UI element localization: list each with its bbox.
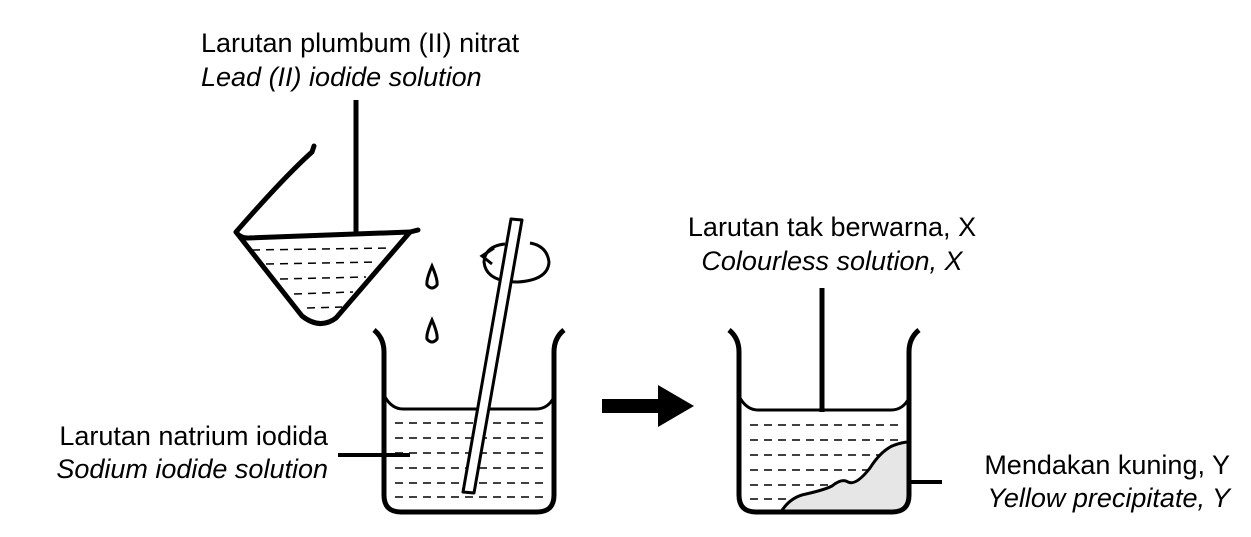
lead-nitrate-label-ms: Larutan plumbum (II) nitrat: [201, 28, 520, 58]
glass-rod: [461, 217, 524, 495]
reaction-arrow: [602, 385, 694, 427]
pouring-beaker-liquid-dashes: [251, 247, 393, 309]
pouring-beaker: [233, 143, 421, 326]
precipitate-label-ms: Mendakan kuning, Y: [984, 450, 1230, 480]
droplet-lower: [425, 316, 439, 344]
colourless-label-en: Colourless solution, X: [701, 246, 963, 276]
sodium-iodide-label-ms: Larutan natrium iodida: [59, 421, 328, 451]
right-beaker: [727, 328, 921, 515]
precipitate-label-en: Yellow precipitate, Y: [987, 483, 1230, 513]
lead-nitrate-label-en: Lead (II) iodide solution: [201, 62, 482, 92]
stir-rotation-arrow: [479, 241, 551, 284]
colourless-label-ms: Larutan tak berwarna, X: [687, 212, 977, 242]
yellow-precipitate: [778, 440, 911, 514]
droplet-upper: [425, 262, 439, 290]
sodium-iodide-label-en: Sodium iodide solution: [56, 454, 328, 484]
